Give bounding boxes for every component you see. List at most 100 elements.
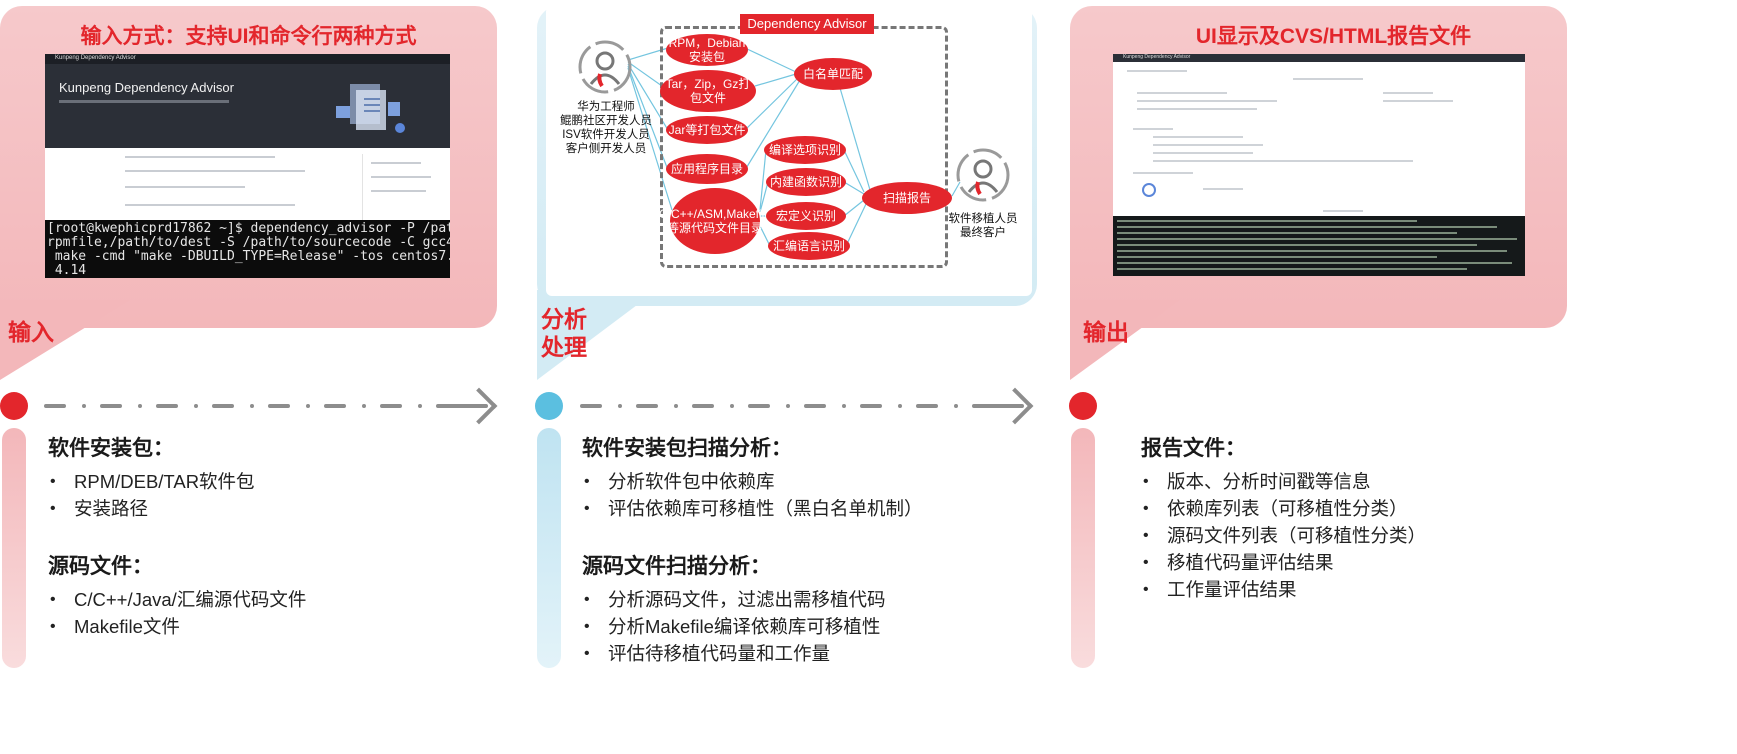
developer-role: 华为工程师 bbox=[553, 100, 659, 114]
column1-list2: C/C++/Java/汇编源代码文件 Makefile文件 bbox=[50, 586, 306, 640]
arrow-dot bbox=[306, 404, 310, 408]
end-user-role: 软件移植人员 bbox=[946, 212, 1020, 226]
arrow-dot bbox=[898, 404, 902, 408]
report-line bbox=[1153, 136, 1243, 138]
report-line bbox=[1383, 92, 1433, 94]
end-user-role: 最终客户 bbox=[946, 226, 1020, 240]
node-whitelist: 白名单匹配 bbox=[794, 58, 872, 90]
arrow-dash bbox=[212, 404, 234, 408]
report-term-line bbox=[1117, 268, 1467, 270]
node-compile-options: 编译选项识别 bbox=[764, 136, 846, 164]
list-item: RPM/DEB/TAR软件包 bbox=[50, 468, 255, 495]
node-tar-zip-gz: Tar，Zip，Gz打包文件 bbox=[660, 70, 756, 112]
arrow-dash bbox=[692, 404, 714, 408]
column2-list2: 分析源码文件，过滤出需移植代码 分析Makefile编译依赖库可移植性 评估待移… bbox=[584, 586, 886, 667]
arrow-dot bbox=[82, 404, 86, 408]
list-item: 评估依赖库可移植性（黑白名单机制） bbox=[584, 495, 923, 522]
report-line bbox=[1153, 144, 1263, 146]
input-column-bar bbox=[2, 428, 26, 668]
report-header: Kunpeng Dependency Advisor bbox=[1113, 54, 1525, 62]
list-item: 安装路径 bbox=[50, 495, 255, 522]
report-line bbox=[1133, 128, 1173, 130]
report-term-line bbox=[1117, 256, 1437, 258]
arrow-dash bbox=[268, 404, 290, 408]
end-user-person-icon bbox=[956, 148, 1010, 202]
column2-list1: 分析软件包中依赖库 评估依赖库可移植性（黑白名单机制） bbox=[584, 468, 923, 522]
column1-heading1: 软件安装包： bbox=[48, 432, 174, 462]
report-screenshot: Kunpeng Dependency Advisor bbox=[1113, 54, 1525, 276]
column2-heading1: 软件安装包扫描分析： bbox=[582, 432, 792, 462]
report-line bbox=[1323, 210, 1363, 212]
arrow-dash bbox=[636, 404, 658, 408]
output-panel-title: UI显示及CVS/HTML报告文件 bbox=[1100, 20, 1567, 50]
report-term-line bbox=[1117, 244, 1477, 246]
report-term-line bbox=[1117, 232, 1457, 234]
list-item: 版本、分析时间戳等信息 bbox=[1143, 468, 1426, 495]
column3-list1: 版本、分析时间戳等信息 依赖库列表（可移植性分类） 源码文件列表（可移植性分类）… bbox=[1143, 468, 1426, 603]
arrow-dash bbox=[580, 404, 602, 408]
developer-role: 客户侧开发人员 bbox=[553, 142, 659, 156]
node-source-dir: C/C++/ASM,Makefile等源代码文件目录 bbox=[670, 188, 760, 254]
report-line bbox=[1137, 92, 1227, 94]
arrow-dot bbox=[674, 404, 678, 408]
arrow-dash bbox=[324, 404, 346, 408]
arrow-dash bbox=[916, 404, 938, 408]
analysis-label: 分析 处理 bbox=[541, 305, 587, 361]
arrow-dot bbox=[362, 404, 366, 408]
arrow-dash bbox=[156, 404, 178, 408]
analysis-label-line: 分析 bbox=[541, 305, 587, 333]
analysis-label-line: 处理 bbox=[541, 333, 587, 361]
list-item: 依赖库列表（可移植性分类） bbox=[1143, 495, 1426, 522]
list-item: Makefile文件 bbox=[50, 613, 306, 640]
report-line bbox=[1203, 188, 1243, 190]
output-column-bar bbox=[1071, 428, 1095, 668]
developer-role: 鲲鹏社区开发人员 bbox=[553, 114, 659, 128]
node-assembly: 汇编语言识别 bbox=[768, 232, 850, 260]
output-label: 输出 bbox=[1083, 318, 1129, 346]
dependency-advisor-label: Dependency Advisor bbox=[740, 14, 874, 34]
report-line bbox=[1137, 100, 1277, 102]
report-line bbox=[1383, 100, 1453, 102]
arrow-dot bbox=[418, 404, 422, 408]
node-app-dir: 应用程序目录 bbox=[666, 154, 748, 184]
developer-person-icon bbox=[578, 40, 632, 94]
report-term-line bbox=[1117, 262, 1512, 264]
arrow-dash bbox=[804, 404, 826, 408]
input-step-dot bbox=[0, 392, 28, 420]
list-item: 源码文件列表（可移植性分类） bbox=[1143, 522, 1426, 549]
column1-list1: RPM/DEB/TAR软件包 安装路径 bbox=[50, 468, 255, 522]
arrow-dot bbox=[954, 404, 958, 408]
column3-heading1: 报告文件： bbox=[1141, 432, 1246, 462]
node-macro-definitions: 宏定义识别 bbox=[766, 202, 846, 230]
arrow-dot bbox=[842, 404, 846, 408]
list-item: 工作量评估结果 bbox=[1143, 576, 1426, 603]
column1-heading2: 源码文件： bbox=[48, 550, 153, 580]
output-step-dot bbox=[1069, 392, 1097, 420]
arrow-dash bbox=[860, 404, 882, 408]
arrow-dash bbox=[100, 404, 122, 408]
report-progress-ring-icon bbox=[1141, 182, 1157, 198]
report-line bbox=[1137, 108, 1257, 110]
analysis-column-bar bbox=[537, 428, 561, 668]
node-builtin-functions: 内建函数识别 bbox=[766, 168, 846, 196]
report-line bbox=[1133, 172, 1193, 174]
arrow-dash bbox=[748, 404, 770, 408]
report-terminal bbox=[1113, 216, 1525, 276]
node-jar: Jar等打包文件 bbox=[666, 116, 748, 144]
arrow-dot bbox=[618, 404, 622, 408]
developer-role: ISV软件开发人员 bbox=[553, 128, 659, 142]
arrow-dot bbox=[194, 404, 198, 408]
report-line bbox=[1293, 78, 1363, 80]
report-term-line bbox=[1117, 220, 1417, 222]
analysis-step-dot bbox=[535, 392, 563, 420]
list-item: C/C++/Java/汇编源代码文件 bbox=[50, 586, 306, 613]
report-brand: Kunpeng Dependency Advisor bbox=[1123, 54, 1190, 60]
report-term-line bbox=[1117, 250, 1507, 252]
report-line bbox=[1127, 70, 1187, 72]
report-term-line bbox=[1117, 238, 1517, 240]
report-line bbox=[1153, 160, 1413, 162]
report-term-line bbox=[1117, 226, 1497, 228]
node-scan-report: 扫描报告 bbox=[862, 182, 952, 214]
list-item: 移植代码量评估结果 bbox=[1143, 549, 1426, 576]
list-item: 评估待移植代码量和工作量 bbox=[584, 640, 886, 667]
